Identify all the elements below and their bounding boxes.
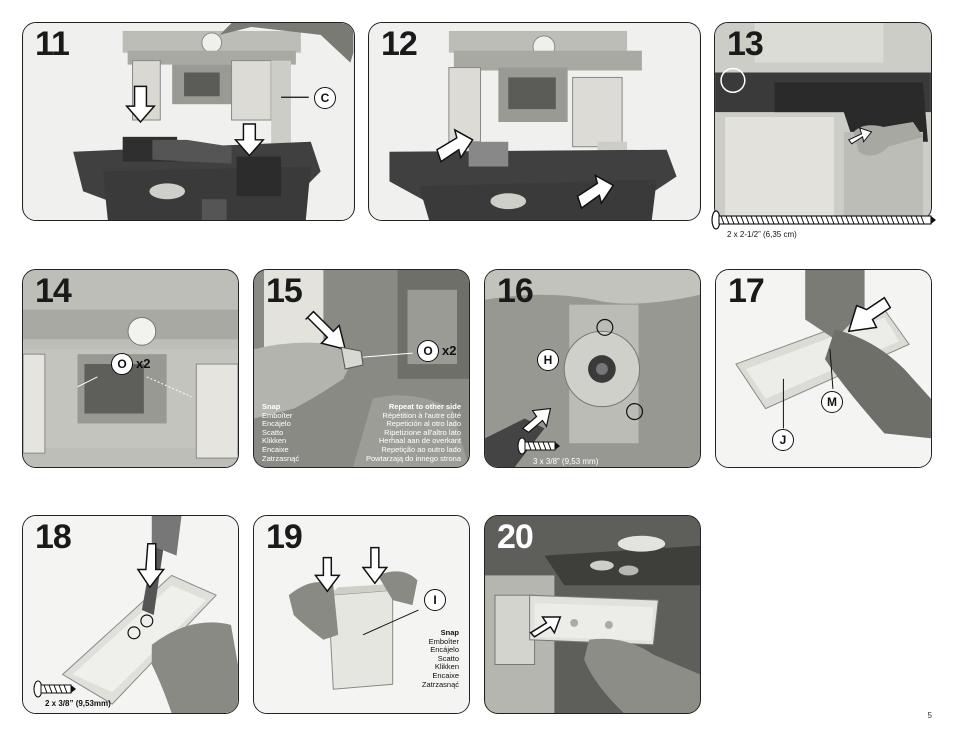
snap-text: Encaixe [262,444,289,454]
step-number: 16 [497,272,534,310]
step-18-photo [23,516,238,713]
callout-label: I [424,589,446,611]
quantity-label: x2 [136,356,151,371]
step-15-panel: 15 O x2 Snap Emboîter Encájelo Scatto Kl… [253,269,470,468]
repeat-text: Répétition à l'autre côté [382,410,461,420]
snap-text: Snap [440,628,459,637]
screw-icon [517,437,560,455]
step-17-panel: 17 M J [715,269,932,468]
step-number: 19 [266,518,303,556]
snap-text: Encájelo [430,645,459,655]
snap-text: Scatto [437,653,459,663]
repeat-instructions: Repeat to other side Répétition à l'autr… [365,402,461,463]
snap-text: Zatrzasnąć [421,679,459,689]
repeat-text: Herhaal aan de overkant [378,436,461,446]
step-13-panel: 13 [714,22,932,221]
step-13-photo [715,23,931,220]
arrow-icon [124,85,265,157]
hardware-label: 2 x 3/8” (9,53mm) [45,699,111,708]
snap-instructions: Snap Emboîter Encájelo Scatto Klikken En… [421,628,459,689]
step-16-panel: 16 H 3 x 3/8” (9,53 mm) [484,269,701,468]
step-17-photo [716,270,931,467]
step-number: 11 [35,25,70,63]
callout-label: H [537,349,559,371]
step-12-photo [369,23,700,220]
arrow-icon [847,127,873,145]
step-20-panel: 20 [484,515,701,714]
hardware-label: 2 x 2-1/2” (6,35 cm) [727,230,797,239]
repeat-text: Repetição ao outro lado [381,444,461,454]
snap-text: Emboîter [428,636,459,646]
repeat-text: Repetición al otro lado [386,419,461,429]
snap-text: Emboîter [262,410,293,420]
step-18-panel: 18 2 x 3/8” (9,53mm) [22,515,239,714]
step-14-photo [23,270,238,467]
arrow-icon [136,542,166,589]
step-number: 15 [266,272,303,310]
step-11-panel: 11 C [22,22,355,221]
callout-label: M [821,391,843,413]
step-number: 18 [35,518,72,556]
step-12-panel: 12 [368,22,701,221]
snap-text: Klikken [262,436,287,446]
step-16-photo [485,270,700,467]
screw-icon [711,210,936,230]
arrow-icon [847,296,892,333]
snap-text: Zatrzasnąć [262,453,300,463]
step-number: 17 [728,272,765,310]
repeat-text: Ripetizione all'altro lato [384,427,461,437]
snap-instructions: Snap Emboîter Encájelo Scatto Klikken En… [262,402,300,463]
arrow-icon [521,407,552,434]
hardware-label: 3 x 3/8” (9,53 mm) [533,457,599,466]
snap-text: Scatto [262,427,284,437]
quantity-label: x2 [442,343,457,358]
step-number: 12 [381,25,418,63]
repeat-text: Repeat to other side [388,402,461,411]
step-14-panel: 14 O x2 [22,269,239,468]
step-20-photo [485,516,700,713]
callout-label: O [111,353,133,375]
repeat-text: Powtarzają do innego strona [365,453,461,463]
step-19-panel: 19 I Snap Emboîter Encájelo Scatto Klikk… [253,515,470,714]
step-11-photo [23,23,354,220]
snap-text: Encaixe [432,670,459,680]
step-number: 20 [497,518,534,556]
snap-text: Klikken [434,662,459,672]
step-number: 13 [727,25,764,63]
callout-label: J [772,429,794,451]
callout-label: C [314,87,336,109]
screw-icon [33,680,76,698]
snap-text: Snap [262,402,281,411]
arrow-icon [313,546,389,593]
page-number: 5 [927,711,932,720]
snap-text: Encájelo [262,419,291,429]
arrow-icon [529,616,562,638]
callout-label: O [417,340,439,362]
step-19-photo [254,516,469,713]
arrow-icon [436,128,615,210]
step-number: 14 [35,272,72,310]
